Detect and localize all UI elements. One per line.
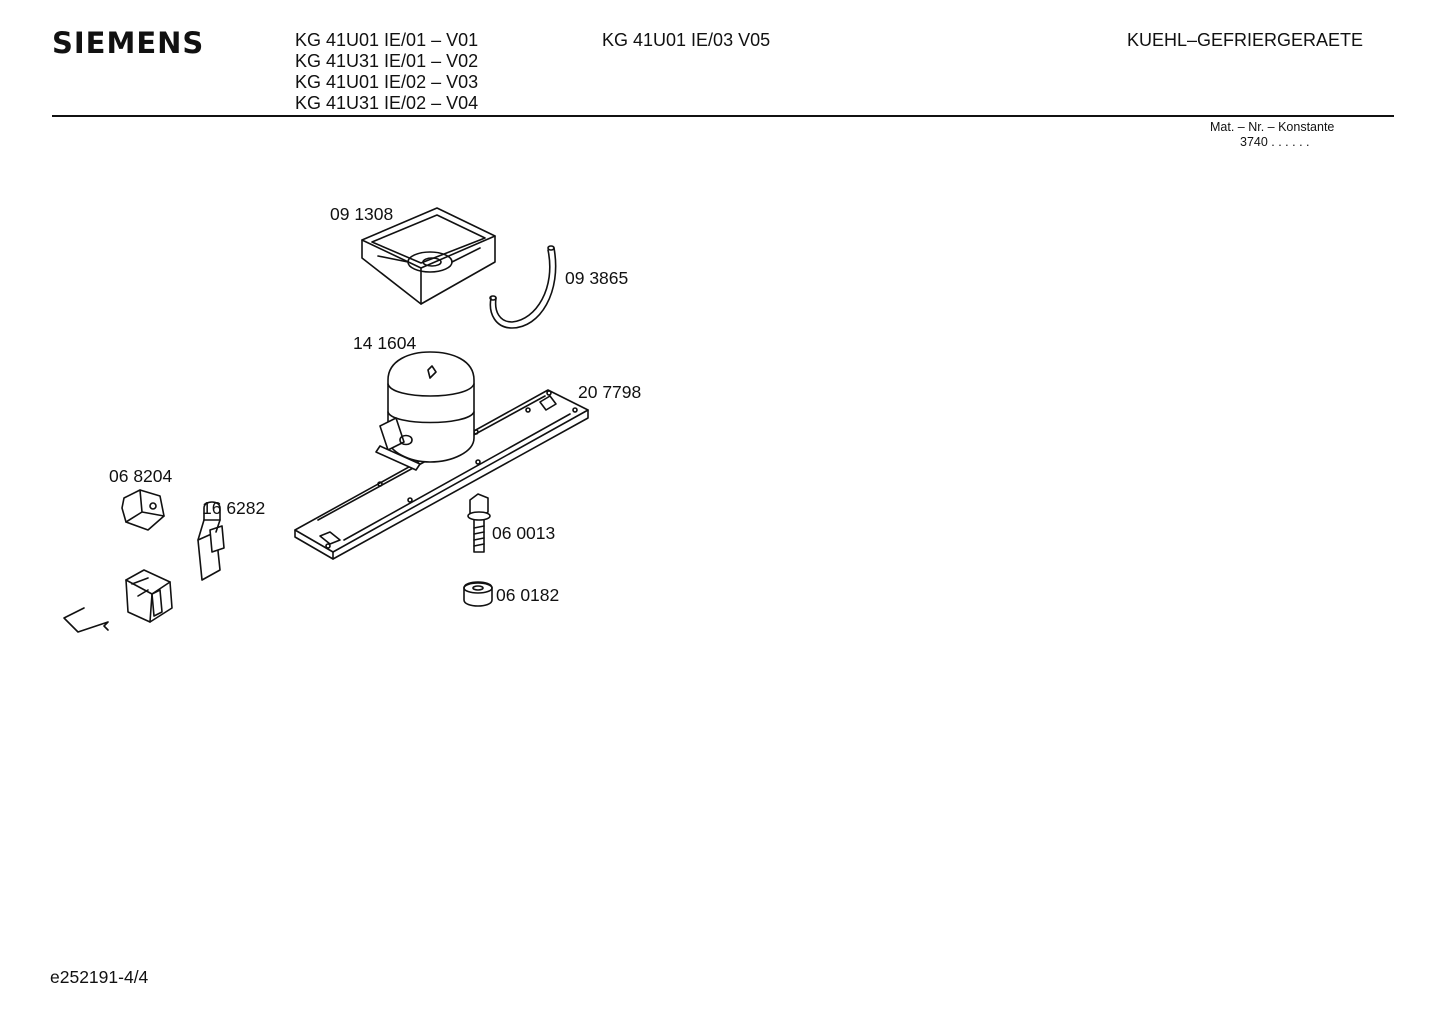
document-id: e252191-4/4	[50, 967, 149, 987]
wire-drawing	[63, 607, 109, 633]
category-title: KUEHL–GEFRIERGERAETE	[1127, 30, 1364, 50]
mat-value: 3740 . . . . . .	[1240, 135, 1310, 149]
part-number-label: 09 1308	[330, 204, 394, 224]
model-extra: KG 41U01 IE/03 V05	[602, 30, 771, 50]
hose-drawing	[489, 245, 557, 329]
part-number-label: 16 6282	[202, 498, 266, 518]
model-line: KG 41U31 IE/02 – V04	[295, 93, 479, 113]
grommet-drawing	[463, 581, 493, 607]
brand-logo: SIEMENS	[52, 26, 205, 60]
model-line: KG 41U31 IE/01 – V02	[295, 51, 479, 71]
terminal-block-drawing	[125, 569, 173, 623]
part-number-label: 06 0013	[492, 523, 556, 543]
part-number-label: 14 1604	[353, 333, 417, 353]
bolt-drawing	[467, 493, 491, 553]
part-number-label: 20 7798	[578, 382, 642, 402]
part-number-label: 06 0182	[496, 585, 560, 605]
header-divider	[52, 115, 1394, 117]
mat-label: Mat. – Nr. – Konstante	[1210, 120, 1335, 134]
relay-drawing	[197, 501, 225, 581]
clip-drawing	[121, 489, 165, 531]
model-line: KG 41U01 IE/02 – V03	[295, 72, 479, 92]
part-number-label: 09 3865	[565, 268, 629, 288]
part-number-label: 06 8204	[109, 466, 173, 486]
model-list: KG 41U01 IE/01 – V01 KG 41U31 IE/01 – V0…	[295, 30, 478, 114]
drip-tray-drawing	[361, 207, 496, 305]
model-line: KG 41U01 IE/01 – V01	[295, 30, 479, 50]
compressor-drawing	[375, 351, 475, 471]
